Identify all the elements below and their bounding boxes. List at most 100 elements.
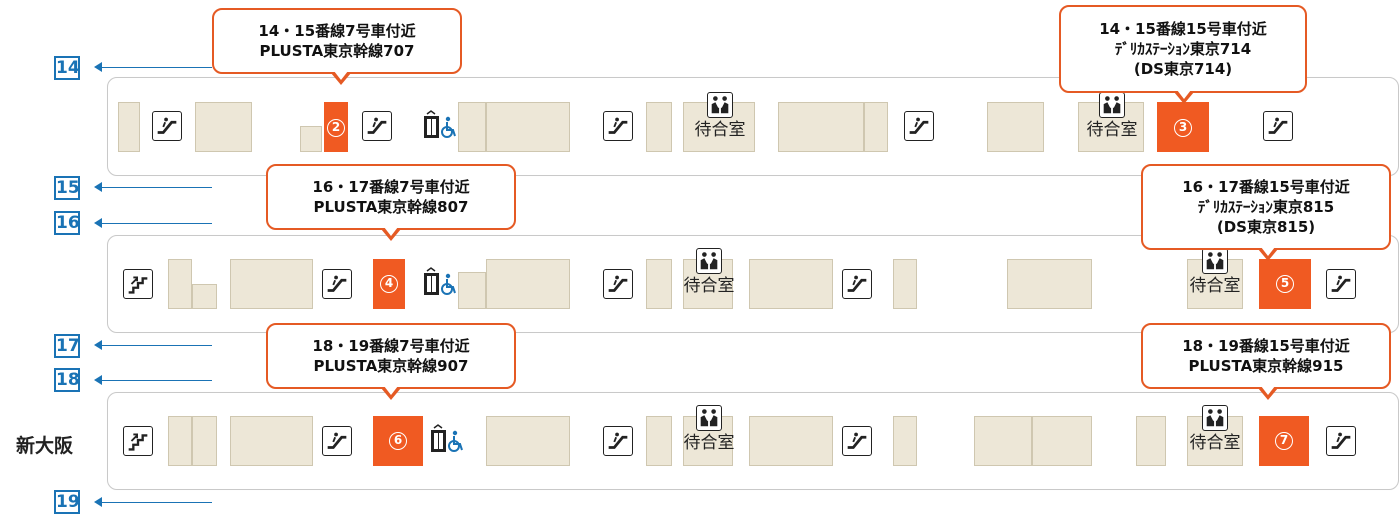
block <box>192 284 217 309</box>
block <box>195 102 252 152</box>
elevator-accessible-icon <box>430 424 464 456</box>
escalator-icon <box>362 111 392 141</box>
shop-3[interactable]: 3 <box>1157 102 1209 152</box>
shop-number: 7 <box>1275 432 1293 450</box>
escalator-icon <box>603 269 633 299</box>
callout-shop-5: 16・17番線15号車付近 ﾃﾞﾘｶｽﾃｰｼｮﾝ東京815 (DS東京815) <box>1141 164 1391 261</box>
station-name: 新大阪 <box>16 435 74 457</box>
waiting-room-label: 待合室 <box>683 433 735 453</box>
block <box>646 416 672 466</box>
shop-2[interactable]: 2 <box>324 102 348 152</box>
block <box>458 272 486 309</box>
callout-tail <box>331 71 351 85</box>
block <box>168 416 192 466</box>
shop-number: 2 <box>327 119 345 137</box>
escalator-icon <box>1263 111 1293 141</box>
shop-number: 4 <box>380 275 398 293</box>
track-arrow-16 <box>94 218 102 228</box>
escalator-icon <box>842 269 872 299</box>
callout-tail <box>381 227 401 241</box>
callout-shop-7: 18・19番線15号車付近 PLUSTA東京幹線915 <box>1141 323 1391 400</box>
escalator-icon <box>603 111 633 141</box>
track-line-17 <box>100 345 212 346</box>
block <box>646 259 672 309</box>
callout-line: 14・15番線15号車付近 <box>1099 20 1267 38</box>
callout-tail <box>381 386 401 400</box>
callout-shop-2: 14・15番線7号車付近 PLUSTA東京幹線707 <box>212 8 462 85</box>
block <box>230 416 313 466</box>
waiting-room-icon <box>696 248 722 274</box>
shop-5[interactable]: 5 <box>1259 259 1311 309</box>
block <box>486 102 570 152</box>
block <box>486 416 570 466</box>
escalator-icon <box>322 269 352 299</box>
waiting-room-label: 待合室 <box>1189 276 1241 296</box>
callout-line: 16・17番線15号車付近 <box>1182 178 1350 196</box>
callout-shop-3: 14・15番線15号車付近 ﾃﾞﾘｶｽﾃｰｼｮﾝ東京714 (DS東京714) <box>1059 5 1307 104</box>
block <box>300 126 322 152</box>
block <box>1136 416 1166 466</box>
callout-line: ﾃﾞﾘｶｽﾃｰｼｮﾝ東京815 <box>1197 198 1335 216</box>
callout-line: 18・19番線7号車付近 <box>312 337 470 355</box>
track-18: 18 <box>54 368 80 392</box>
shop-number: 5 <box>1276 275 1294 293</box>
callout-tail <box>1174 90 1194 104</box>
block <box>230 259 313 309</box>
track-arrow-15 <box>94 182 102 192</box>
block <box>683 102 755 152</box>
track-line-19 <box>100 502 212 503</box>
track-arrow-18 <box>94 375 102 385</box>
waiting-room: 待合室 <box>1184 405 1246 453</box>
elevator-accessible-icon <box>423 110 457 142</box>
track-14: 14 <box>54 56 80 80</box>
stairs-icon <box>123 426 153 456</box>
callout-tail <box>1258 386 1278 400</box>
callout-shop-4: 16・17番線7号車付近 PLUSTA東京幹線807 <box>266 164 516 241</box>
block <box>987 102 1044 152</box>
escalator-icon <box>1326 269 1356 299</box>
callout-line: 16・17番線7号車付近 <box>312 178 470 196</box>
callout-line: PLUSTA東京幹線915 <box>1188 357 1344 375</box>
waiting-room-icon <box>1099 92 1125 118</box>
waiting-room: 待合室 <box>678 405 740 453</box>
waiting-room: 待合室 <box>678 248 740 296</box>
shop-number: 6 <box>389 432 407 450</box>
callout-line: 18・19番線15号車付近 <box>1182 337 1350 355</box>
callout-line: (DS東京815) <box>1216 218 1316 236</box>
waiting-room-label: 待合室 <box>1086 120 1138 140</box>
block <box>864 102 888 152</box>
track-line-16 <box>100 223 212 224</box>
callout-line: PLUSTA東京幹線707 <box>259 42 415 60</box>
block <box>1032 416 1092 466</box>
block <box>893 416 917 466</box>
track-line-15 <box>100 187 212 188</box>
track-line-14 <box>100 67 212 68</box>
shop-number: 3 <box>1174 119 1192 137</box>
waiting-room: 待合室 <box>1184 248 1246 296</box>
shop-7[interactable]: 7 <box>1259 416 1309 466</box>
block <box>1007 259 1092 309</box>
waiting-room-icon <box>707 92 733 118</box>
track-17: 17 <box>54 334 80 358</box>
track-15: 15 <box>54 176 80 200</box>
shop-4[interactable]: 4 <box>373 259 405 309</box>
waiting-room-icon <box>1202 248 1228 274</box>
callout-tail <box>1258 247 1278 261</box>
track-arrow-14 <box>94 62 102 72</box>
shop-6[interactable]: 6 <box>373 416 423 466</box>
callout-line: PLUSTA東京幹線807 <box>313 198 469 216</box>
escalator-icon <box>1326 426 1356 456</box>
escalator-icon <box>322 426 352 456</box>
escalator-icon <box>603 426 633 456</box>
block <box>749 259 833 309</box>
block <box>893 259 917 309</box>
elevator-accessible-icon <box>423 267 457 299</box>
callout-line: ﾃﾞﾘｶｽﾃｰｼｮﾝ東京714 <box>1114 40 1252 58</box>
track-19: 19 <box>54 490 80 514</box>
callout-line: PLUSTA東京幹線907 <box>313 357 469 375</box>
track-16: 16 <box>54 211 80 235</box>
escalator-icon <box>842 426 872 456</box>
block <box>974 416 1032 466</box>
waiting-room: 待合室 <box>690 92 750 140</box>
block <box>749 416 833 466</box>
